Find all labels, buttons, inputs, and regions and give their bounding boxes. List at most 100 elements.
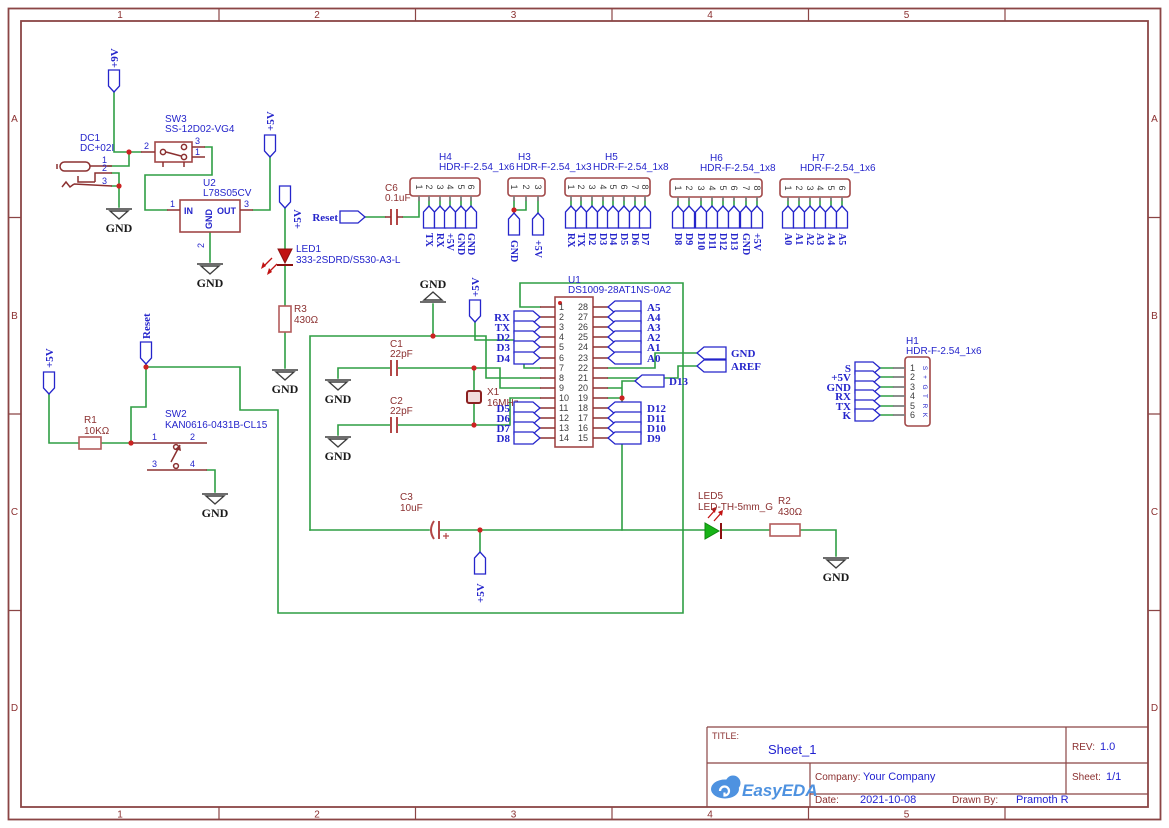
pin-name-out: OUT — [217, 206, 237, 216]
gnd-net-flag[interactable] — [696, 346, 727, 360]
component-c1[interactable]: C1 22pF — [390, 339, 413, 376]
net-flags[interactable]: +9V +5V +5V +5V +5V +5V Reset Reset GND … — [42, 48, 762, 603]
reset-flag[interactable] — [139, 341, 153, 365]
gnd-symbol[interactable]: GND — [106, 208, 133, 235]
net-label: D13 — [669, 376, 688, 388]
pin-number: 2 — [684, 185, 694, 190]
net-label: D6 — [497, 413, 511, 425]
pin-number: 4 — [190, 459, 195, 469]
net-label: GND — [465, 233, 476, 255]
component-c2[interactable]: C2 22pF — [390, 396, 413, 433]
component-h3[interactable]: H3 HDR-F-2.54_1x3 1 2 3 GND +5V — [507, 152, 592, 262]
gnd-symbol[interactable]: GND — [325, 379, 352, 406]
aref-net-flag[interactable] — [696, 359, 727, 373]
power-flag-5v[interactable] — [263, 134, 277, 158]
component-r2[interactable]: R2 430Ω — [769, 496, 803, 537]
pin-number: 1 — [170, 199, 175, 209]
company-label: Company: — [815, 772, 861, 783]
net-label: A1 — [793, 233, 804, 245]
component-h6[interactable]: H6 HDR-F-2.54_1x8 1 2 3 4 5 6 7 8 D8 D9 … — [669, 153, 776, 255]
power-flag-5v[interactable] — [278, 185, 292, 209]
pin-number: 26 — [578, 322, 588, 332]
net-label: +5V — [475, 583, 487, 603]
value-label: HDR-F-2.54_1x8 — [700, 163, 776, 174]
pin-number: 20 — [578, 383, 588, 393]
ref-label: R1 — [84, 415, 97, 426]
component-led1[interactable]: LED1 333-2SDRD/S530-A3-L — [261, 244, 401, 275]
net-label: +5V — [44, 348, 56, 368]
net-label: D12 — [717, 233, 728, 250]
component-sw2[interactable]: SW2 KAN0616-0431B-CL15 1 2 3 4 — [133, 409, 268, 471]
pin-number: 1 — [414, 184, 424, 189]
component-h7[interactable]: H7 HDR-F-2.54_1x6 1 2 3 4 5 6 A0 A1 A2 A… — [779, 153, 876, 245]
gnd-symbol[interactable]: GND — [272, 369, 299, 396]
pin-number: 10 — [559, 393, 569, 403]
gnd-symbols[interactable]: GND GND GND GND GND GND GND GND — [106, 208, 850, 584]
value-label: 430Ω — [294, 315, 319, 326]
pin-number: 18 — [578, 403, 588, 413]
power-flag-5v[interactable] — [42, 371, 56, 395]
pin-number: 6 — [559, 353, 564, 363]
rev-value: 1.0 — [1100, 741, 1115, 753]
net-label: TX — [423, 233, 434, 248]
gnd-symbol[interactable]: GND — [823, 557, 850, 584]
power-flag-5v[interactable] — [468, 299, 482, 323]
gnd-label: GND — [325, 449, 352, 463]
net-label: +5V — [265, 111, 277, 131]
component-dc1[interactable]: DC1 DC+02I 1 2 3 — [56, 133, 114, 189]
pin-number: 4 — [910, 391, 915, 401]
gnd-symbol[interactable]: GND — [325, 436, 352, 463]
pin-number: 5 — [559, 342, 564, 352]
pin-number: 3 — [696, 185, 706, 190]
gnd-symbol-inverted[interactable]: GND — [420, 277, 447, 303]
pin-number: 2 — [794, 185, 804, 190]
gnd-symbol[interactable]: GND — [197, 263, 224, 290]
pin-number: 23 — [578, 353, 588, 363]
d13-net-flag[interactable] — [634, 374, 665, 388]
net-label: A0 — [647, 353, 661, 365]
pin-number: 6 — [729, 185, 739, 190]
power-flag-9v[interactable] — [107, 69, 121, 93]
value-label: DC+02I — [80, 143, 114, 154]
pin-number: 6 — [466, 184, 476, 189]
pin-number: 3 — [910, 382, 915, 392]
component-h5[interactable]: H5 HDR-F-2.54_1x8 1 2 3 4 5 6 7 8 RX TX … — [564, 152, 669, 248]
frame-row-label: D — [1151, 703, 1158, 714]
component-r1[interactable]: R1 10KΩ — [78, 415, 110, 450]
component-x1[interactable]: X1 16MHz — [466, 387, 519, 409]
date-label: Date: — [815, 795, 839, 806]
component-r3[interactable]: R3 430Ω — [278, 304, 319, 333]
frame-row-label: A — [1151, 114, 1158, 125]
net-label: A2 — [804, 233, 815, 245]
pin-number: 8 — [640, 184, 650, 189]
pin-number: 2 — [521, 184, 531, 189]
ref-label: H3 — [518, 152, 531, 163]
pin-number: 1 — [509, 184, 519, 189]
net-label: D8 — [497, 433, 511, 445]
component-sw3[interactable]: SW3 SS-12D02-VG4 2 3 1 — [141, 114, 235, 167]
reset-flag[interactable] — [339, 210, 366, 224]
sheet-value: 1/1 — [1106, 771, 1121, 783]
pin-number: 2 — [190, 432, 195, 442]
net-label: D10 — [695, 233, 706, 250]
component-led5[interactable]: LED5 LED-TH-5mm_G — [698, 491, 773, 540]
gnd-label: GND — [325, 392, 352, 406]
net-label: GND — [740, 233, 751, 255]
component-u1[interactable]: U1 DS1009-28AT1NS-0A2 1 2 3 4 5 6 7 8 9 … — [540, 275, 672, 448]
value-label: HDR-F-2.54_1x6 — [439, 162, 515, 173]
power-flag-5v[interactable] — [473, 551, 487, 575]
component-c3[interactable]: C3 10uF — [400, 492, 449, 540]
component-h4[interactable]: H4 HDR-F-2.54_1x6 1 2 3 4 5 6 TX RX +5V … — [409, 152, 515, 255]
gnd-symbol[interactable]: GND — [202, 493, 229, 520]
pin-number: 4 — [815, 185, 825, 190]
component-c6[interactable]: C6 0.1uF — [385, 183, 411, 225]
component-h1[interactable]: H1 HDR-F-2.54_1x6 1 2 3 4 5 6 S + G T R … — [827, 336, 982, 427]
net-label: D11 — [706, 233, 717, 250]
pin-number: 2 — [102, 163, 107, 173]
pin-name: S — [921, 366, 928, 371]
frame-col-label: 3 — [511, 10, 517, 21]
easyeda-logo: EasyEDA — [711, 775, 818, 800]
u1-net-flags[interactable]: RX TX D2 D3 D4 D5 D6 D7 D8 A5 A4 A3 A2 A… — [494, 300, 666, 445]
ref-label: C1 — [390, 339, 403, 350]
component-u2[interactable]: U2 L78S05CV IN OUT GND 1 3 2 — [167, 178, 253, 248]
